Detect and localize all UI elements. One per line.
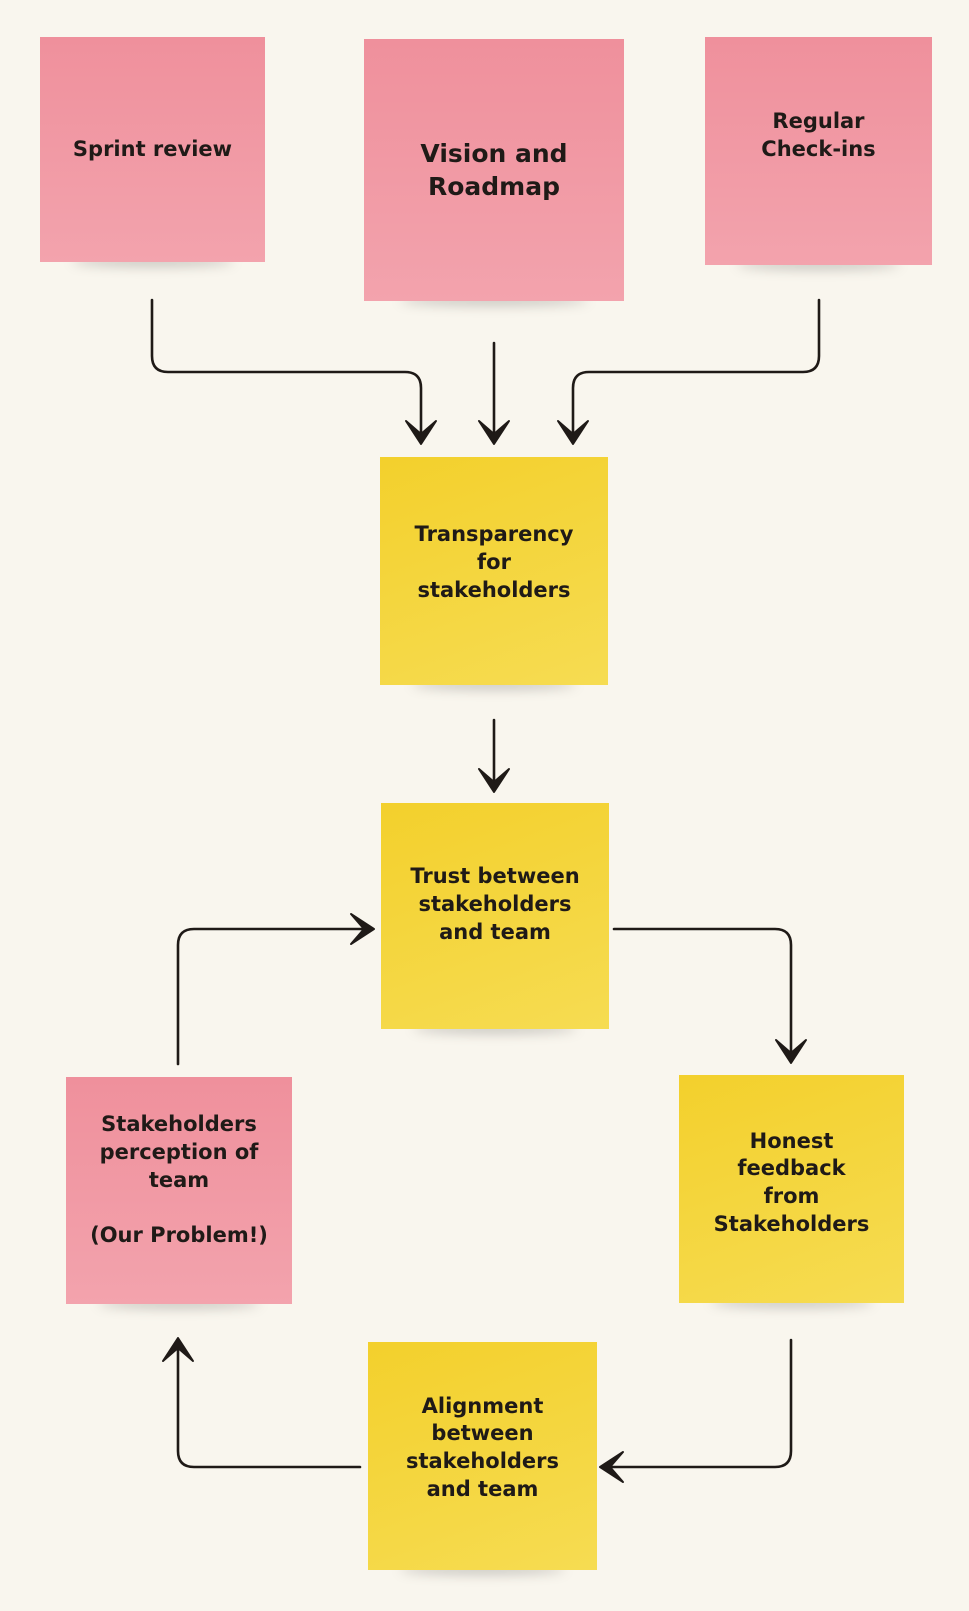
arrowhead-down-center bbox=[478, 420, 510, 445]
note-text: Honest feedback from Stakeholders bbox=[713, 1128, 870, 1236]
sticky-note-stakeholder-perception[interactable]: Stakeholders perception of team (Our Pro… bbox=[66, 1077, 292, 1304]
arrowhead-down-right bbox=[557, 420, 589, 445]
arrowhead-right-trust bbox=[350, 913, 375, 945]
note-text: Regular Check-ins bbox=[761, 109, 876, 161]
note-text: Sprint review bbox=[72, 136, 233, 161]
sticky-note-sprint-review[interactable]: Sprint review bbox=[40, 37, 265, 262]
sticky-note-alignment[interactable]: Alignment between stakeholders and team bbox=[368, 1342, 597, 1570]
note-text: Alignment between stakeholders and team bbox=[405, 1393, 560, 1501]
connector-perception-to-trust bbox=[176, 927, 369, 1066]
sticky-note-honest-feedback[interactable]: Honest feedback from Stakeholders bbox=[679, 1075, 904, 1303]
connector-sprint-review-to-transparency bbox=[150, 298, 423, 442]
arrowhead-down-left bbox=[405, 420, 437, 445]
sticky-note-regular-checkins[interactable]: Regular Check-ins bbox=[705, 37, 932, 265]
connector-feedback-to-alignment bbox=[606, 1338, 793, 1469]
arrowhead-left-alignment bbox=[599, 1451, 624, 1483]
connector-alignment-to-perception bbox=[176, 1346, 362, 1469]
note-text: Vision and Roadmap bbox=[420, 139, 568, 201]
note-text: Stakeholders perception of team (Our Pro… bbox=[90, 1112, 268, 1248]
connector-checkins-to-transparency bbox=[571, 298, 821, 442]
note-text: Transparency for stakeholders bbox=[414, 522, 574, 602]
arrowhead-down-trust bbox=[478, 768, 510, 793]
note-text: Trust between stakeholders and team bbox=[410, 864, 580, 944]
sticky-note-trust[interactable]: Trust between stakeholders and team bbox=[381, 803, 609, 1029]
arrowhead-up-perception bbox=[162, 1337, 194, 1362]
sticky-note-transparency[interactable]: Transparency for stakeholders bbox=[380, 457, 608, 685]
connector-trust-to-feedback bbox=[612, 927, 793, 1060]
arrowhead-down-feedback bbox=[775, 1039, 807, 1064]
sticky-note-vision-roadmap[interactable]: Vision and Roadmap bbox=[364, 39, 624, 301]
